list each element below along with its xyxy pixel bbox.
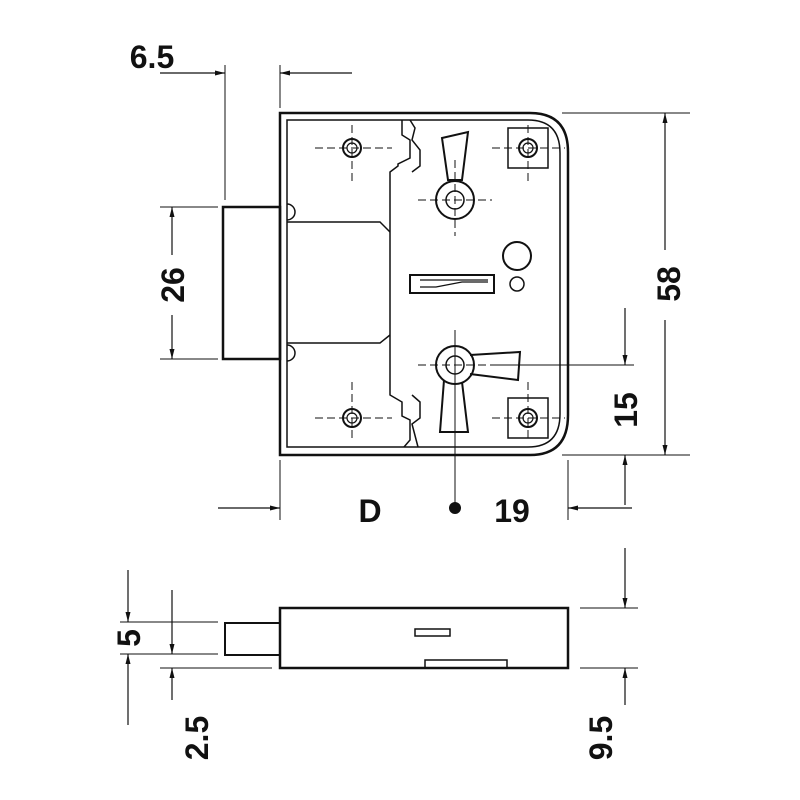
bolt-notch-top xyxy=(286,203,296,221)
dimension-label-6-5: 6.5 xyxy=(130,39,174,75)
front-dimensions: 6.5 26 58 15 D 19 xyxy=(130,39,690,529)
bolt xyxy=(221,205,282,361)
side-view xyxy=(224,606,570,670)
dimension-label-58: 58 xyxy=(651,266,687,302)
dimension-label-26: 26 xyxy=(155,267,191,303)
dimension-label-9-5: 9.5 xyxy=(583,716,619,760)
side-case-body xyxy=(278,606,570,670)
dimension-label-15: 15 xyxy=(608,392,644,428)
dimension-label-5: 5 xyxy=(111,629,147,647)
case-partition xyxy=(389,120,411,448)
latch-slot xyxy=(409,274,495,294)
dimension-label-2-5: 2.5 xyxy=(179,716,215,760)
screw-hole-bottom-left xyxy=(315,382,392,442)
keyhole-top xyxy=(418,130,492,236)
front-view xyxy=(221,111,634,514)
keyhole-center-dot xyxy=(449,502,461,514)
side-bolt xyxy=(224,622,281,656)
indicator-hole-large xyxy=(502,241,532,271)
dimension-label-d: D xyxy=(358,493,381,529)
bolt-notch-bottom xyxy=(286,344,296,362)
lock-case-outline xyxy=(278,111,570,457)
indicator-hole-small xyxy=(509,276,525,292)
screw-hole-top-left xyxy=(315,125,392,185)
side-dimensions: 5 2.5 9.5 xyxy=(111,548,638,760)
lock-case-inner-outline xyxy=(286,119,561,448)
side-slot xyxy=(414,628,451,637)
dimension-label-19: 19 xyxy=(494,493,530,529)
screw-hole-top-right xyxy=(492,125,565,185)
screw-hole-bottom-right xyxy=(492,382,565,442)
keyhole-bottom xyxy=(418,330,634,508)
case-partition-right xyxy=(409,119,421,448)
bolt-inner xyxy=(287,221,391,344)
side-base-plate xyxy=(424,659,508,669)
